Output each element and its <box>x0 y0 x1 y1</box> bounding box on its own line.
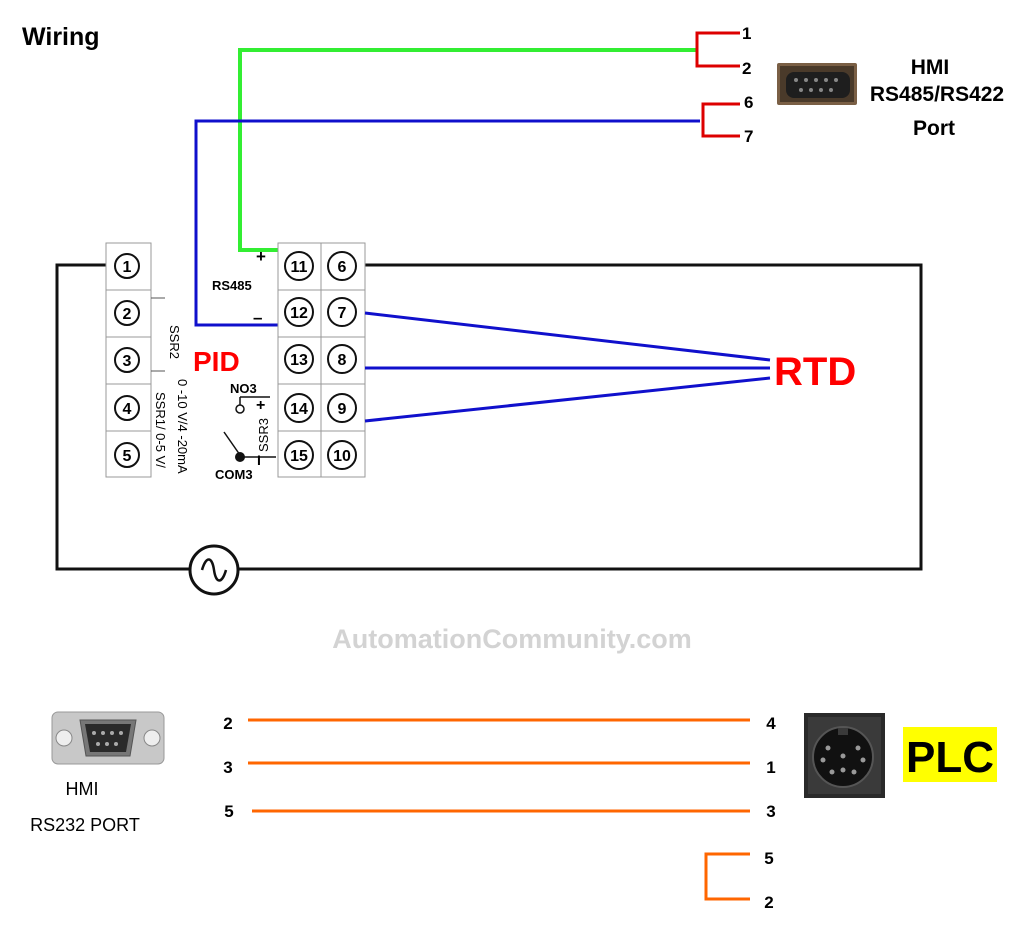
com3-label: COM3 <box>215 467 253 482</box>
pid-terminal-6: 6 <box>338 259 347 276</box>
rtd-wire-7 <box>364 311 771 362</box>
power-loop-wire-right <box>238 263 923 571</box>
diagram-title: Wiring <box>22 23 100 51</box>
pid-terminal-9: 9 <box>338 401 347 418</box>
hmi485-label-line2: RS485/RS422 <box>870 83 1004 106</box>
ssr1-label: SSR1/ 0-5 V/ <box>153 392 168 468</box>
ssr3-plus: + <box>256 397 265 414</box>
hmi485-pin-2: 2 <box>742 59 751 78</box>
hmi485-pin-1: 1 <box>742 24 751 43</box>
hmi232-label-line2: RS232 PORT <box>30 815 140 835</box>
watermark: AutomationCommunity.com <box>332 624 692 654</box>
mini-din-connector-icon <box>804 713 885 798</box>
ssr3-label: SSR3 <box>256 418 271 452</box>
ssr3-minus: I <box>257 452 261 468</box>
rs485-minus: – <box>253 308 262 327</box>
plc-pin-2: 2 <box>764 893 773 912</box>
hmi485-label-line3: Port <box>913 117 955 140</box>
plc-pin-4: 4 <box>766 714 776 733</box>
pid-terminal-3: 3 <box>123 353 132 370</box>
blue-wire <box>194 119 700 327</box>
plc-pin-1: 1 <box>766 758 775 777</box>
power-loop-wire <box>55 263 190 571</box>
relay-contact-icon <box>223 396 276 462</box>
hmi485-pin-6: 6 <box>744 93 753 112</box>
pid-terminal-2: 2 <box>123 306 132 323</box>
ssr1-label2: 0 -10 V/4 -20mA <box>175 379 190 474</box>
pid-terminal-12: 12 <box>290 305 308 322</box>
ac-source-icon <box>188 544 240 596</box>
pid-terminal-13: 13 <box>290 352 308 369</box>
plc-pin-3: 3 <box>766 802 775 821</box>
pid-label: PID <box>193 346 240 377</box>
red-jumper-6-7 <box>701 102 740 138</box>
hmi485-label-line1: HMI <box>911 56 950 79</box>
green-wire <box>238 48 697 250</box>
db9-connector-icon <box>777 63 857 105</box>
no3-label: NO3 <box>230 381 257 396</box>
hmi485-pin-7: 7 <box>744 127 753 146</box>
rs485-label: RS485 <box>212 278 252 293</box>
hmi232-pin-5: 5 <box>224 802 233 821</box>
pid-terminal-5: 5 <box>123 448 132 465</box>
orange-jumper-5-2 <box>704 852 750 901</box>
red-jumper-1-2 <box>695 31 740 68</box>
pid-terminal-8: 8 <box>338 352 347 369</box>
plc-label-background <box>903 727 997 782</box>
pid-terminal-15: 15 <box>290 448 308 465</box>
pid-terminal-10: 10 <box>333 448 351 465</box>
pid-left-terminal-block <box>105 242 152 478</box>
plc-label: PLC <box>906 733 994 782</box>
rtd-wire-9 <box>364 376 771 423</box>
hmi232-label-line1: HMI <box>66 779 99 799</box>
rs485-plus: + <box>256 247 266 266</box>
ssr2-label: SSR2 <box>167 325 182 359</box>
pid-terminal-1: 1 <box>123 259 132 276</box>
plc-pin-5: 5 <box>764 849 773 868</box>
pid-right-terminal-block <box>277 242 366 478</box>
hmi232-pin-3: 3 <box>223 758 232 777</box>
pid-terminal-4: 4 <box>123 401 132 418</box>
pid-terminal-7: 7 <box>338 305 347 322</box>
rtd-label: RTD <box>774 350 856 394</box>
pid-terminal-11: 11 <box>291 259 308 276</box>
db9-connector-icon <box>51 711 165 765</box>
pid-terminal-14: 14 <box>290 401 308 418</box>
hmi232-pin-2: 2 <box>223 714 232 733</box>
